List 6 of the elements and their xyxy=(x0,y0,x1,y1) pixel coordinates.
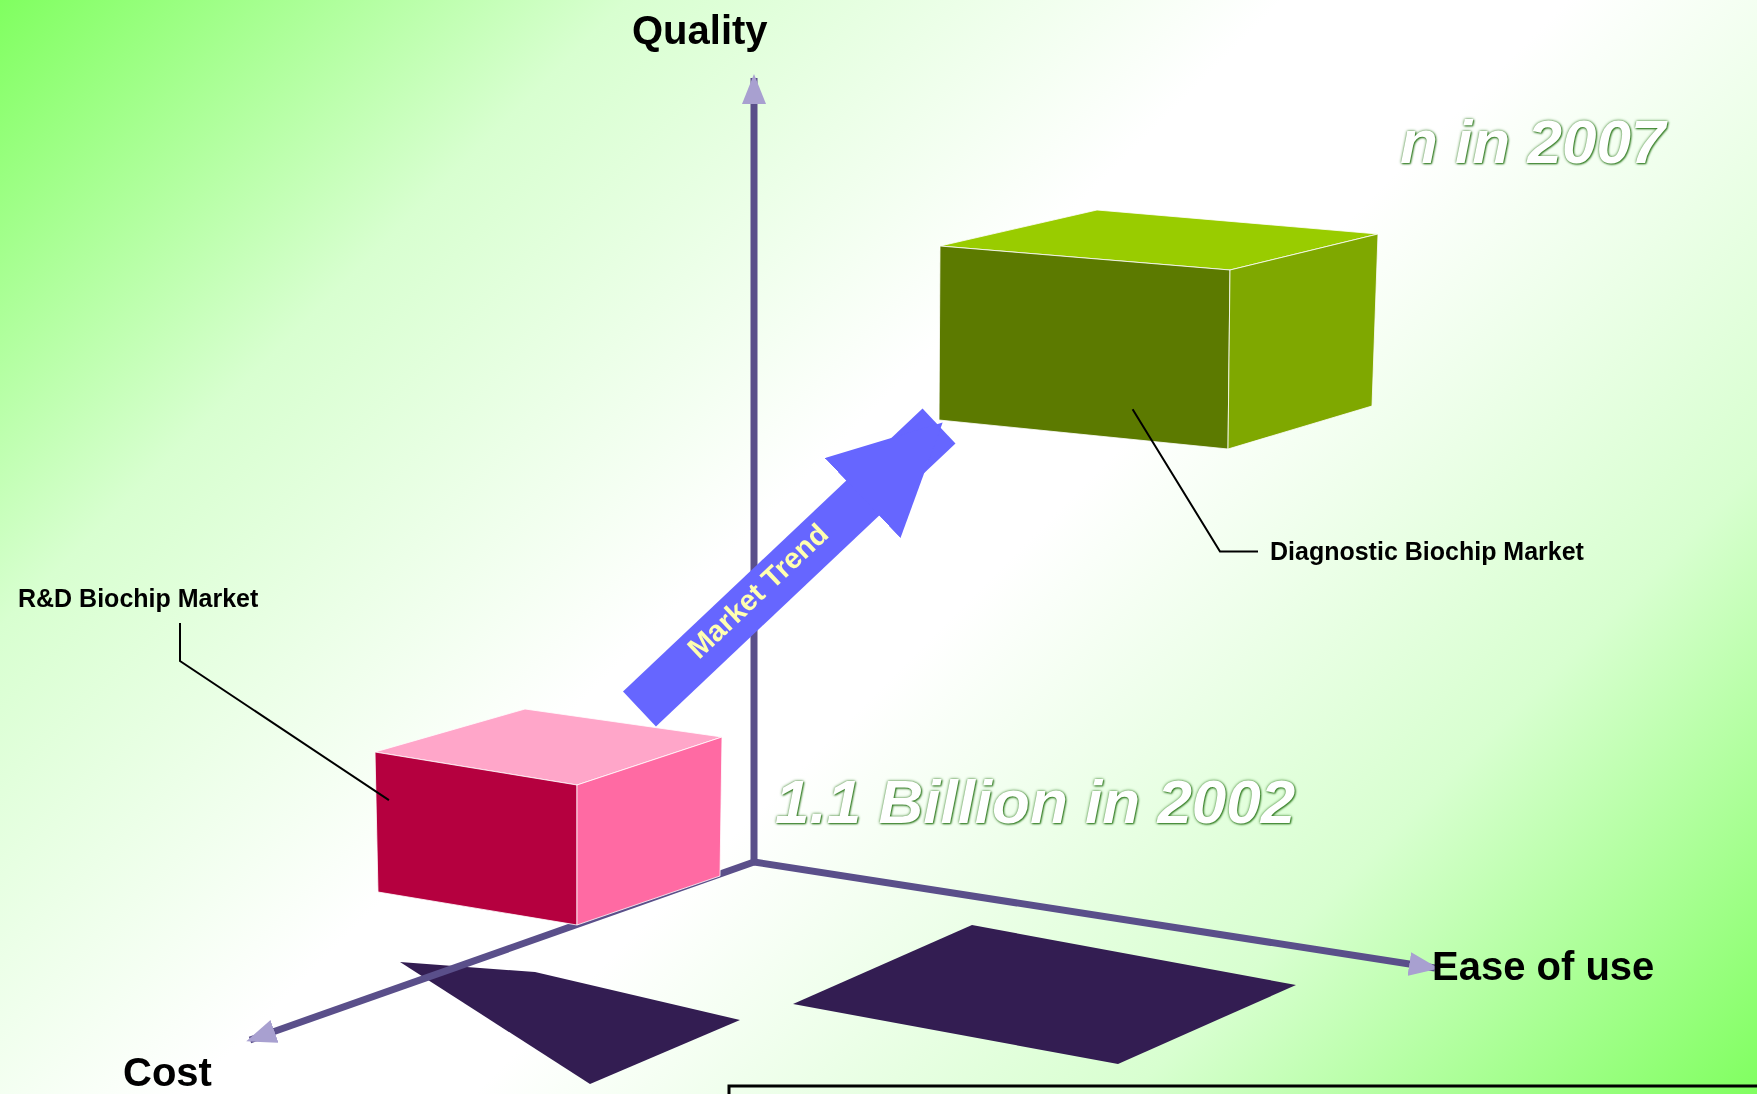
callout-label: Diagnostic Biochip Market xyxy=(1270,537,1584,566)
callout-label: R&D Biochip Market xyxy=(18,584,259,613)
axis-label: Ease of use xyxy=(1432,944,1655,988)
axis-label: Quality xyxy=(632,8,768,52)
axis-label: Cost xyxy=(123,1050,212,1094)
overlay-text: 1.1 Billion in 2002 xyxy=(775,768,1296,837)
